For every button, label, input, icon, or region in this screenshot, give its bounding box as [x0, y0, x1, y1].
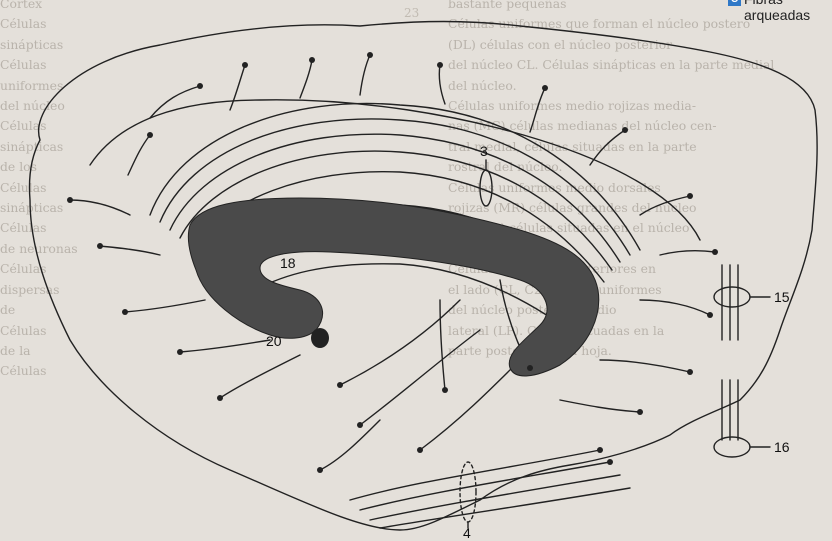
label-16: 16 — [774, 439, 790, 455]
fiber-radial-10 — [660, 251, 715, 255]
side-number: 23 — [404, 6, 419, 20]
anterior-commissure — [311, 328, 329, 348]
fiber-radial-11 — [640, 300, 710, 315]
fiber-radial-14 — [340, 300, 460, 385]
brain-outline — [29, 22, 817, 531]
label-15: 15 — [774, 289, 790, 305]
bundle-16-marker — [714, 437, 750, 457]
fiber-radial-6 — [439, 65, 445, 104]
fiber-radial-1 — [128, 135, 150, 175]
bundle-15-marker — [714, 287, 750, 307]
fiber-radial-16 — [420, 360, 520, 450]
fiber-radial-4 — [300, 60, 312, 98]
fiber-radial-7 — [530, 88, 545, 132]
label-3: 3 — [480, 143, 488, 159]
fiber-radial-18 — [180, 340, 270, 352]
fiber-radial-22 — [440, 300, 445, 390]
label-4: 4 — [463, 525, 471, 541]
fiber-radial-17 — [220, 355, 300, 398]
label-18: 18 — [280, 255, 296, 271]
fiber-radial-13 — [560, 400, 640, 412]
fiber-radial-3 — [230, 65, 245, 110]
corpus-callosum — [188, 198, 598, 376]
fiber-lower-1 — [350, 450, 600, 500]
bundle-4-marker — [460, 462, 476, 522]
fiber-radial-21 — [70, 200, 130, 215]
bundle-3-marker — [480, 170, 492, 206]
fiber-radial-20 — [100, 246, 160, 255]
label-20: 20 — [266, 333, 282, 349]
fiber-radial-24 — [320, 420, 380, 470]
fiber-radial-9 — [640, 196, 690, 215]
fiber-radial-15 — [360, 330, 480, 425]
fiber-radial-2 — [150, 86, 200, 118]
fiber-radial-12 — [600, 360, 690, 372]
fiber-radial-5 — [360, 55, 370, 95]
fiber-lower-2 — [360, 462, 610, 510]
fiber-radial-19 — [125, 300, 205, 312]
